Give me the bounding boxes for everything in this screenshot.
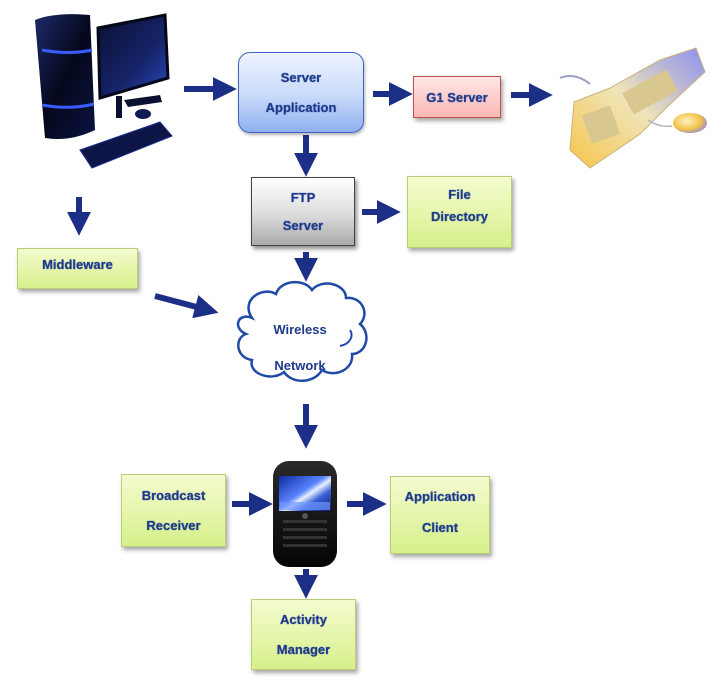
server-application-line1: Server [280, 70, 322, 86]
arrow-middleware-to-wireless-network [154, 293, 219, 319]
wireless-network-line2: Network [274, 358, 326, 373]
node-server-application: Server Application [238, 52, 364, 133]
server-application-line2: Application [265, 99, 337, 115]
node-file-directory: File Directory [407, 176, 512, 248]
activity-manager-line1: Activity [280, 611, 327, 627]
node-middleware: Middleware [17, 248, 138, 289]
node-broadcast-receiver: Broadcast Receiver [121, 474, 226, 547]
application-client-line1: Application [404, 489, 476, 504]
node-activity-manager: Activity Manager [251, 599, 356, 670]
ftp-server-line1: FTP [290, 190, 316, 206]
broadcast-receiver-line2: Receiver [146, 517, 201, 533]
node-g1-server: G1 Server [413, 76, 501, 118]
node-ftp-server: FTP Server [251, 177, 355, 246]
file-directory-line2: Directory [430, 208, 489, 224]
file-directory-line1: File [448, 186, 471, 202]
node-wireless-network: Wireless Network [250, 312, 350, 384]
wireless-network-line1: Wireless [273, 322, 327, 337]
middleware-label: Middleware [42, 257, 113, 272]
node-application-client: Application Client [390, 476, 490, 554]
ftp-server-line2: Server [282, 217, 324, 233]
application-client-line2: Client [421, 520, 459, 535]
g1-server-label: G1 Server [426, 89, 488, 105]
activity-manager-line2: Manager [276, 642, 331, 658]
broadcast-receiver-line1: Broadcast [141, 488, 206, 504]
